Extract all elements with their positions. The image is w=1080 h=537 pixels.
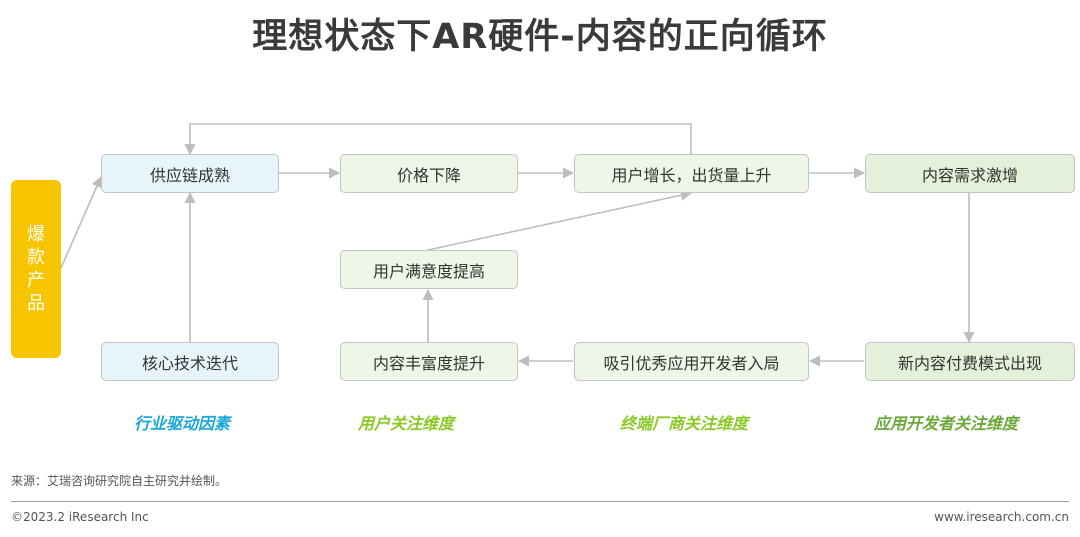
copyright: ©2023.2 iResearch Inc (11, 510, 149, 524)
node-price-drop: 价格下降 (340, 154, 518, 193)
arrow-start-to-supply (60, 175, 103, 269)
source-note: 来源：艾瑞咨询研究院自主研究并绘制。 (11, 474, 228, 488)
node-user-satisfaction: 用户满意度提高 (340, 250, 518, 289)
category-developer: 应用开发者关注维度 (874, 414, 1019, 433)
page-title: 理想状态下AR硬件-内容的正向循环 (252, 17, 828, 57)
arrow-satisfaction-to-growth (427, 189, 693, 251)
hit-product-char: 爆 (27, 224, 45, 245)
node-core-tech: 核心技术迭代 (101, 342, 279, 381)
node-user-growth: 用户增长，出货量上升 (574, 154, 809, 193)
website-link[interactable]: www.iresearch.com.cn (934, 510, 1069, 524)
category-industry: 行业驱动因素 (134, 414, 231, 433)
arrow-growth-loop-to-supply (184, 123, 692, 156)
node-supply-chain: 供应链成熟 (101, 154, 279, 193)
hit-product-box: 爆 款 产 品 (11, 180, 61, 358)
category-terminal: 终端厂商关注维度 (620, 414, 749, 433)
node-content-richness: 内容丰富度提升 (340, 342, 518, 381)
node-attract-developers: 吸引优秀应用开发者入局 (574, 342, 809, 381)
hit-product-char: 产 (27, 270, 45, 291)
hit-product-char: 品 (27, 293, 45, 314)
node-payment-model: 新内容付费模式出现 (865, 342, 1075, 381)
footer-divider (11, 501, 1069, 502)
category-user: 用户关注维度 (358, 414, 455, 433)
hit-product-char: 款 (27, 247, 45, 268)
node-content-demand: 内容需求激增 (865, 154, 1075, 193)
